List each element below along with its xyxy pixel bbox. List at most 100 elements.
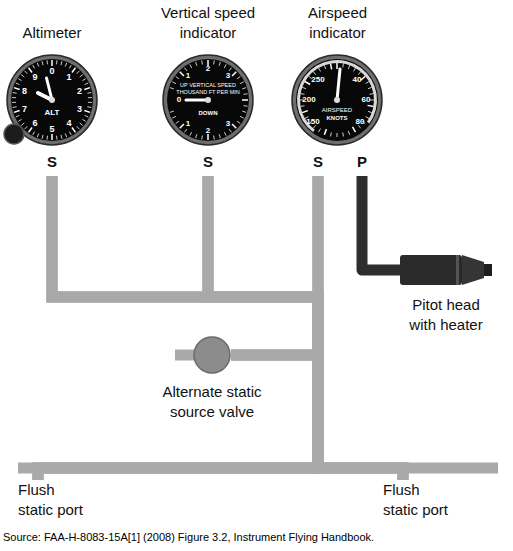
dial-tick [358, 72, 361, 75]
dial-tick [87, 92, 91, 94]
dial-marking: 4 [67, 119, 72, 128]
dial-tick [28, 68, 32, 73]
dial-tick [301, 93, 305, 95]
dial-tick [337, 133, 338, 137]
dial-tick [25, 71, 28, 74]
dial-tick [85, 115, 89, 117]
dial-tick [42, 61, 44, 65]
static-line [208, 176, 403, 480]
static-line [38, 176, 318, 480]
dial-tick [80, 75, 83, 78]
dial-tick [82, 119, 85, 121]
dial-tick [21, 123, 24, 126]
valve: Alternate static source valve [193, 336, 231, 374]
dial-marking: UP VERTICAL SPEED [180, 83, 236, 89]
dial-tick [12, 102, 16, 103]
dial-tick [301, 105, 305, 107]
dial-tick [201, 136, 203, 140]
dial-tick [77, 126, 80, 129]
dial-tick [176, 121, 179, 123]
dial-tick [180, 124, 184, 128]
dial-tick [348, 65, 349, 69]
dial-tick [229, 129, 231, 132]
dial-marking: 3 [226, 120, 230, 128]
dial-tick [13, 106, 17, 108]
dial-tick [51, 60, 53, 66]
dial-tick [319, 68, 321, 71]
pitot-tip [484, 264, 492, 276]
dial-marking: 3 [226, 72, 230, 80]
dial-tick [84, 88, 90, 90]
dial-marking: KNOTS [327, 115, 348, 121]
dial-tick [180, 72, 184, 76]
dial-tick [184, 129, 186, 132]
dial-tick [190, 64, 192, 68]
dial-tick [302, 87, 306, 88]
port-letter: S [308, 152, 328, 172]
dial-tick [331, 64, 332, 70]
dial-tick [324, 129, 326, 135]
dial-bezel [163, 55, 253, 145]
dial-marking: 5 [49, 125, 54, 134]
dial-tick [56, 60, 58, 64]
dial-tick [313, 72, 316, 75]
pitot-taper [462, 255, 484, 285]
dial-marking: ALT [45, 109, 60, 117]
instrument-title: Airspeed indicator [280, 3, 395, 43]
dial-tick [16, 83, 20, 85]
dial-marking: 40 [353, 76, 362, 84]
dial-marking: 2 [206, 65, 210, 73]
dial-tick [88, 97, 92, 98]
port-letter: S [198, 152, 218, 172]
dial-tick [28, 128, 32, 133]
dial-tick [21, 75, 24, 78]
dial-tick [184, 68, 186, 71]
dial-marking: 1 [186, 72, 190, 80]
speed-arc [297, 60, 377, 132]
dial-tick [353, 127, 356, 132]
dial-marking: 9 [32, 72, 37, 81]
dial-marking: 0 [49, 67, 54, 76]
dial-tick [232, 72, 236, 76]
dial-tick [336, 63, 338, 69]
dial-tick [170, 111, 174, 112]
dial-tick [80, 123, 83, 126]
dial-tick [42, 135, 44, 139]
dial-tick [309, 76, 312, 79]
dial-tick [201, 60, 203, 64]
dial-tick [69, 65, 71, 69]
dial-tick [60, 61, 62, 65]
pitot-head: Pitot head with heater [400, 255, 492, 285]
dial-marking: 3 [77, 104, 82, 113]
static-line [38, 176, 318, 480]
dial-bezel [292, 55, 382, 145]
altimeter-dial [4, 55, 97, 145]
dial-marking: 200 [302, 96, 315, 104]
dial-tick [25, 126, 28, 129]
dial-tick [85, 83, 89, 85]
dial-tick [348, 131, 349, 135]
static-port: Flush static port [383, 480, 455, 522]
pitot-band [456, 255, 459, 285]
dial-marking: 8 [22, 87, 27, 96]
dial-tick [84, 111, 90, 113]
dial-ticks [12, 60, 92, 140]
valve-body [194, 337, 230, 373]
dial-tick [172, 82, 176, 84]
dial-marking: 2 [77, 87, 82, 96]
dial-marking: 150 [306, 118, 319, 126]
dial-tick [305, 82, 310, 85]
dial-tick [33, 132, 35, 136]
instrument-title: Vertical speed indicator [143, 3, 273, 43]
pitot-line [362, 176, 400, 270]
dial-tick [342, 64, 344, 68]
static-line [52, 176, 318, 355]
caption: Source: FAA-H-8083-15A[1] (2008) Figure … [3, 530, 374, 544]
static-line [208, 176, 318, 355]
dial-tick [46, 136, 48, 140]
dial-tick [172, 116, 176, 118]
dial-tick [46, 60, 48, 64]
dial-tick [224, 64, 226, 68]
